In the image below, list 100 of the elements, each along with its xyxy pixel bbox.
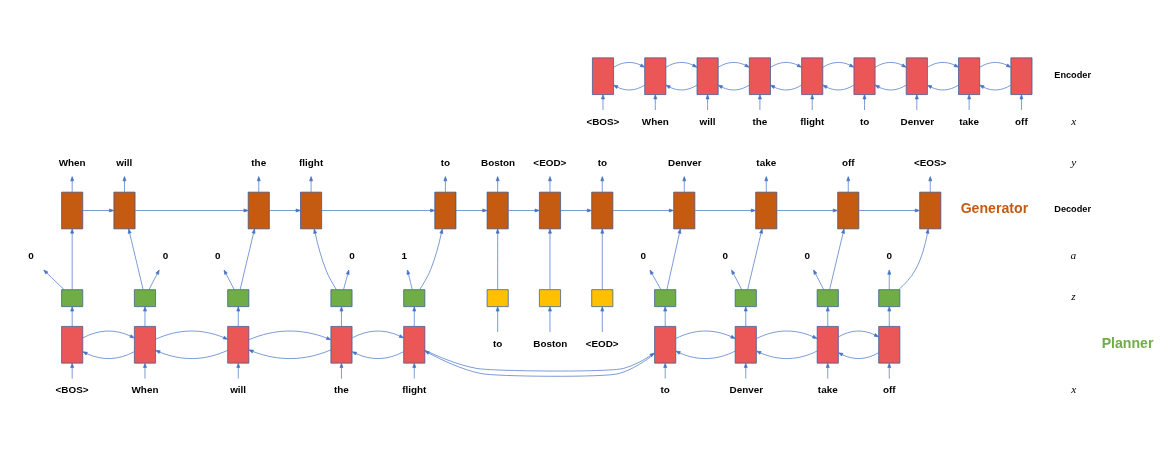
label: x [1071, 382, 1077, 395]
arrow [665, 61, 698, 68]
label: Planner [1101, 334, 1154, 351]
arrow [70, 362, 74, 379]
node-text: to [440, 156, 451, 168]
arrow [770, 61, 802, 68]
arrow [813, 269, 825, 290]
node-text: Boston [481, 156, 516, 168]
arrow [666, 228, 682, 290]
node-box [539, 288, 561, 307]
arrow [495, 306, 500, 332]
node-box [734, 288, 757, 307]
arrow [967, 93, 971, 110]
arrow [675, 350, 736, 359]
arrow [155, 330, 228, 340]
arrow [134, 208, 249, 212]
arrow [838, 351, 879, 359]
arrow [248, 330, 332, 340]
node-box [330, 325, 353, 364]
node-box [134, 325, 156, 364]
arrow [675, 330, 736, 339]
arrow [82, 208, 115, 212]
node-box [434, 191, 457, 229]
arrow [756, 330, 818, 339]
arrow [82, 330, 135, 338]
arrow [339, 305, 344, 327]
arrow [82, 350, 135, 359]
node-text: 0 [214, 249, 221, 261]
arrow [601, 93, 605, 110]
arrow [887, 305, 892, 327]
node-box [61, 325, 84, 364]
node-box [113, 191, 136, 229]
arrow [694, 208, 756, 212]
node-text: Boston [533, 337, 568, 349]
arrow [825, 362, 830, 379]
arrow [663, 305, 668, 327]
node-box [837, 191, 860, 229]
node-box [247, 191, 270, 229]
node-box [403, 288, 426, 307]
arrow [705, 93, 710, 110]
label: Encoder [1054, 69, 1092, 80]
label: Generator [960, 199, 1029, 216]
arrow [756, 350, 818, 359]
arrow [743, 362, 748, 379]
node-box [227, 288, 250, 307]
node-box [486, 191, 509, 229]
node-text: <BOS> [55, 383, 89, 395]
node-text: 0 [162, 249, 169, 261]
node-box [300, 191, 323, 229]
node-text: When [641, 115, 669, 127]
arrow [70, 175, 74, 192]
node-text: When [131, 383, 159, 395]
node-text: <BOS> [586, 115, 620, 127]
node-text: to [660, 383, 670, 395]
arrow [979, 84, 1012, 90]
arrow [613, 61, 645, 68]
node-text: flight [299, 156, 324, 168]
arrow [838, 330, 879, 337]
label: Decoder [1054, 203, 1092, 214]
arrow [351, 330, 404, 338]
node-text: flight [402, 383, 427, 395]
node-box [816, 325, 839, 364]
node-box [61, 191, 84, 229]
arrow [770, 84, 802, 90]
arrow [143, 362, 147, 379]
arrow [858, 208, 920, 212]
node-box [644, 56, 667, 95]
arrow [829, 228, 845, 290]
node-box [227, 325, 250, 364]
arrow [127, 228, 144, 290]
label: y [1071, 155, 1077, 168]
arrow [663, 362, 668, 379]
arrow [43, 269, 65, 290]
node-box [134, 288, 156, 307]
label: z [1071, 289, 1076, 302]
node-text: 0 [28, 249, 34, 261]
node-text: Denver [668, 156, 702, 168]
node-box [654, 325, 677, 364]
arrow [649, 269, 662, 290]
node-box [801, 56, 824, 95]
node-box [958, 56, 981, 95]
arrow [239, 228, 256, 290]
arrow [548, 175, 552, 192]
arrow [731, 269, 743, 290]
node-text: take [756, 156, 777, 168]
arrow [424, 349, 655, 371]
node-box [878, 325, 901, 364]
node-text: 0 [804, 249, 810, 261]
arrow [600, 306, 605, 332]
node-text: 0 [722, 249, 728, 261]
arrow [70, 305, 74, 327]
arrow [764, 175, 769, 192]
arrow [747, 228, 763, 290]
node-box [486, 288, 509, 307]
arrow [560, 208, 592, 212]
arrow [424, 350, 655, 377]
arrow [495, 175, 500, 192]
arrow [758, 93, 762, 110]
arrow [269, 208, 301, 212]
node-box [696, 56, 719, 95]
